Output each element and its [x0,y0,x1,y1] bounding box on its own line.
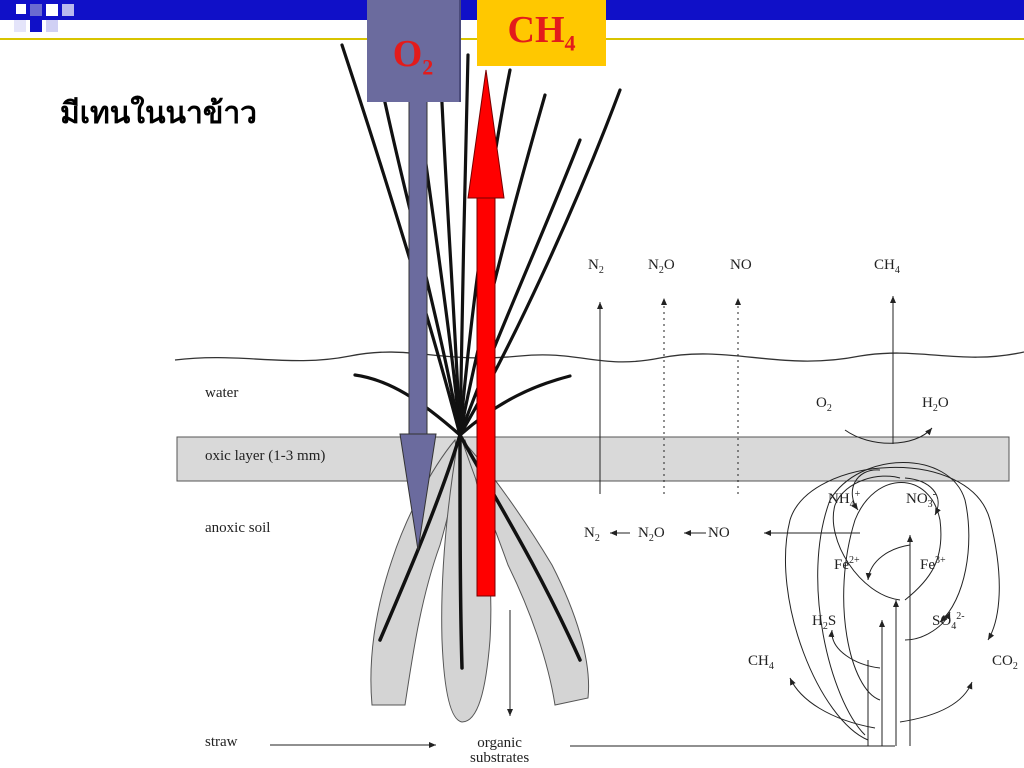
chain-n2o-sub: 2 [648,533,654,544]
cycle-ch4-sub: 4 [768,661,774,672]
fe2-sup: 2+ [849,555,860,566]
oxic-h2o-a: H [922,395,933,411]
h2s-sub: 2 [822,621,828,632]
oxic-layer-band [176,436,1010,482]
o2-callout: O2 [367,0,461,102]
nh4-sub: 4 [849,499,855,510]
top-gas-arrows [597,296,896,494]
fe2-label: Fe2+ [834,556,860,573]
nh4-sup: + [854,489,861,500]
oxic-h2o-label: H2O [922,396,949,414]
o2-callout-label: O2 [367,32,459,81]
oxic-o2-base: O [816,395,827,411]
co2-sub: 2 [1012,661,1018,672]
top-n2o-a: N [648,257,659,273]
cycle-shafts [867,535,913,746]
water-label: water [205,385,239,401]
oxic-o2-label: O2 [816,396,832,414]
cycle-ch4-label: CH4 [748,654,774,672]
redox-cycles [785,462,1000,741]
water-surface [174,351,1024,363]
o2-callout-sub: 2 [422,54,434,80]
top-n2-label: N2 [588,258,604,276]
so4-sub: 4 [951,621,957,632]
fe2-base: Fe [834,557,849,573]
h2s-label: H2S [812,614,836,632]
nh4-base: NH [828,491,850,507]
oxic-h2o-b: O [937,395,949,411]
h2s-b: S [827,613,837,629]
so4-base: SO [932,613,952,629]
no3-base: NO [906,491,928,507]
top-ch4-label: CH4 [874,258,900,276]
o2-h2o-arrow [844,427,933,444]
straw-label: straw [205,734,238,750]
chain-no-label: NO [708,525,730,541]
co2-base: CO [992,653,1013,669]
o2-arrow [399,99,437,551]
ch4-callout-sub: 4 [564,30,576,56]
fe3-sup: 3+ [935,555,946,566]
so4-sup: 2- [956,611,965,622]
oxic-layer-label: oxic layer (1-3 mm) [205,448,326,464]
corner-squares [14,4,74,32]
top-n2o-b: O [663,257,675,273]
top-n2-sub: 2 [598,265,604,276]
top-ch4-base: CH [874,257,895,273]
roots [378,433,582,670]
fe3-base: Fe [920,557,935,573]
top-n2o-label: N2O [648,258,675,276]
oxic-h2o-sub: 2 [932,403,938,414]
chain-n2o-label: N2O [638,526,665,544]
cycle-ch4-base: CH [748,653,769,669]
top-ch4-sub: 4 [894,265,900,276]
h2s-a: H [812,613,823,629]
so4-label: SO42- [932,612,965,632]
chain-n2o-b: O [653,525,665,541]
no3-label: NO3- [906,490,936,510]
chain-n2-label: N2 [584,526,600,544]
chain-n2-sub: 2 [594,533,600,544]
nh4-label: NH4+ [828,490,860,510]
chain-n2o-a: N [638,525,649,541]
organic-line2: substrates [470,750,530,766]
ch4-callout: CH4 [477,0,606,66]
oxic-o2-sub: 2 [826,403,832,414]
straw-arrows [270,610,895,748]
anoxic-soil-label: anoxic soil [205,520,271,536]
o2-callout-base: O [392,33,423,75]
top-no-label: NO [730,257,752,273]
top-n2-base: N [588,257,599,273]
ch4-callout-base: CH [507,9,565,51]
fe3-label: Fe3+ [920,556,946,573]
organic-substrates-label: organic substrates [470,736,529,766]
no3-sup: - [932,489,937,500]
no3-sub: 3 [927,499,933,510]
top-n2o-sub: 2 [658,265,664,276]
ch4-arrow [467,69,505,597]
slide-title: มีเทนในนาข้าว [60,96,258,131]
co2-label: CO2 [992,654,1018,672]
chain-n2-base: N [584,525,595,541]
ch4-callout-label: CH4 [477,8,606,57]
organic-line1: organic [477,735,522,751]
